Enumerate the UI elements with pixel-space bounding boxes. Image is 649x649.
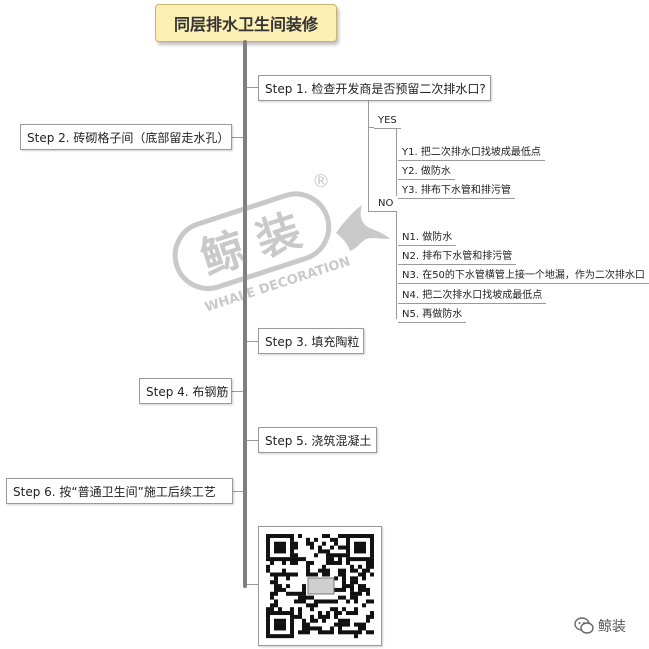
- connector-s2: [232, 137, 243, 138]
- connector-s4: [232, 391, 243, 392]
- no-items-line: [396, 212, 397, 319]
- yes-items-line: [396, 128, 397, 196]
- step-6-node: Step 6. 按“普通卫生间”施工后续工艺: [6, 478, 233, 504]
- no-item: N2. 排布下水管和排污管: [398, 247, 517, 265]
- whale-tail-icon: [336, 205, 390, 251]
- step-1-node: Step 1. 检查开发商是否预留二次排水口?: [258, 75, 491, 101]
- branch-yes-no-line: [368, 101, 369, 211]
- map-title: 同层排水卫生间装修: [155, 4, 337, 42]
- step-3-node: Step 3. 填充陶粒: [258, 328, 364, 354]
- watermark-logo: 鲸 装 WHALE DECORATION ®: [172, 171, 390, 316]
- connector-s5: [247, 440, 258, 441]
- step-6-label: Step 6. 按“普通卫生间”施工后续工艺: [13, 484, 216, 499]
- step-4-label: Step 4. 布钢筋: [146, 384, 229, 399]
- connector-yes: [368, 127, 374, 128]
- connector-s3: [247, 341, 258, 342]
- yes-item: Y1. 把二次排水口找坡成最低点: [398, 143, 545, 161]
- no-item: N4. 把二次排水口找坡成最低点: [398, 286, 547, 304]
- no-item: N1. 做防水: [398, 228, 457, 246]
- step-5-label: Step 5. 浇筑混凝土: [265, 433, 372, 448]
- qr-code-card: [258, 526, 382, 646]
- step-2-node: Step 2. 砖砌格子间（底部留走水孔）: [20, 124, 232, 150]
- step-3-label: Step 3. 填充陶粒: [265, 334, 360, 349]
- no-label: NO: [374, 198, 398, 212]
- connector-qr: [247, 584, 258, 585]
- no-item: N3. 在50的下水管横管上接一个地漏，作为二次排水口: [398, 266, 649, 284]
- yes-item: Y3. 排布下水管和排污管: [398, 181, 515, 199]
- connector-no: [368, 211, 374, 212]
- footer-brand: 鲸装: [574, 616, 626, 636]
- step-5-node: Step 5. 浇筑混凝土: [258, 427, 377, 453]
- qr-center-logo: [307, 577, 335, 595]
- qr-code-image: [266, 534, 374, 639]
- watermark-char-2: 装: [250, 205, 308, 267]
- footer-brand-name: 鲸装: [598, 619, 626, 635]
- watermark-char-1: 鲸: [195, 223, 253, 285]
- yes-label: YES: [374, 115, 401, 129]
- watermark-ring: [172, 191, 332, 291]
- yes-item: Y2. 做防水: [398, 162, 455, 180]
- wechat-icon: [574, 617, 594, 634]
- no-item: N5. 再做防水: [398, 305, 467, 323]
- step-2-label: Step 2. 砖砌格子间（底部留走水孔）: [27, 130, 230, 145]
- watermark-registered-mark: ®: [312, 171, 330, 192]
- step-1-label: Step 1. 检查开发商是否预留二次排水口?: [265, 81, 486, 96]
- step-4-node: Step 4. 布钢筋: [139, 378, 232, 404]
- central-spine: [243, 40, 247, 588]
- connector-s6: [233, 491, 243, 492]
- connector-s1: [247, 87, 258, 88]
